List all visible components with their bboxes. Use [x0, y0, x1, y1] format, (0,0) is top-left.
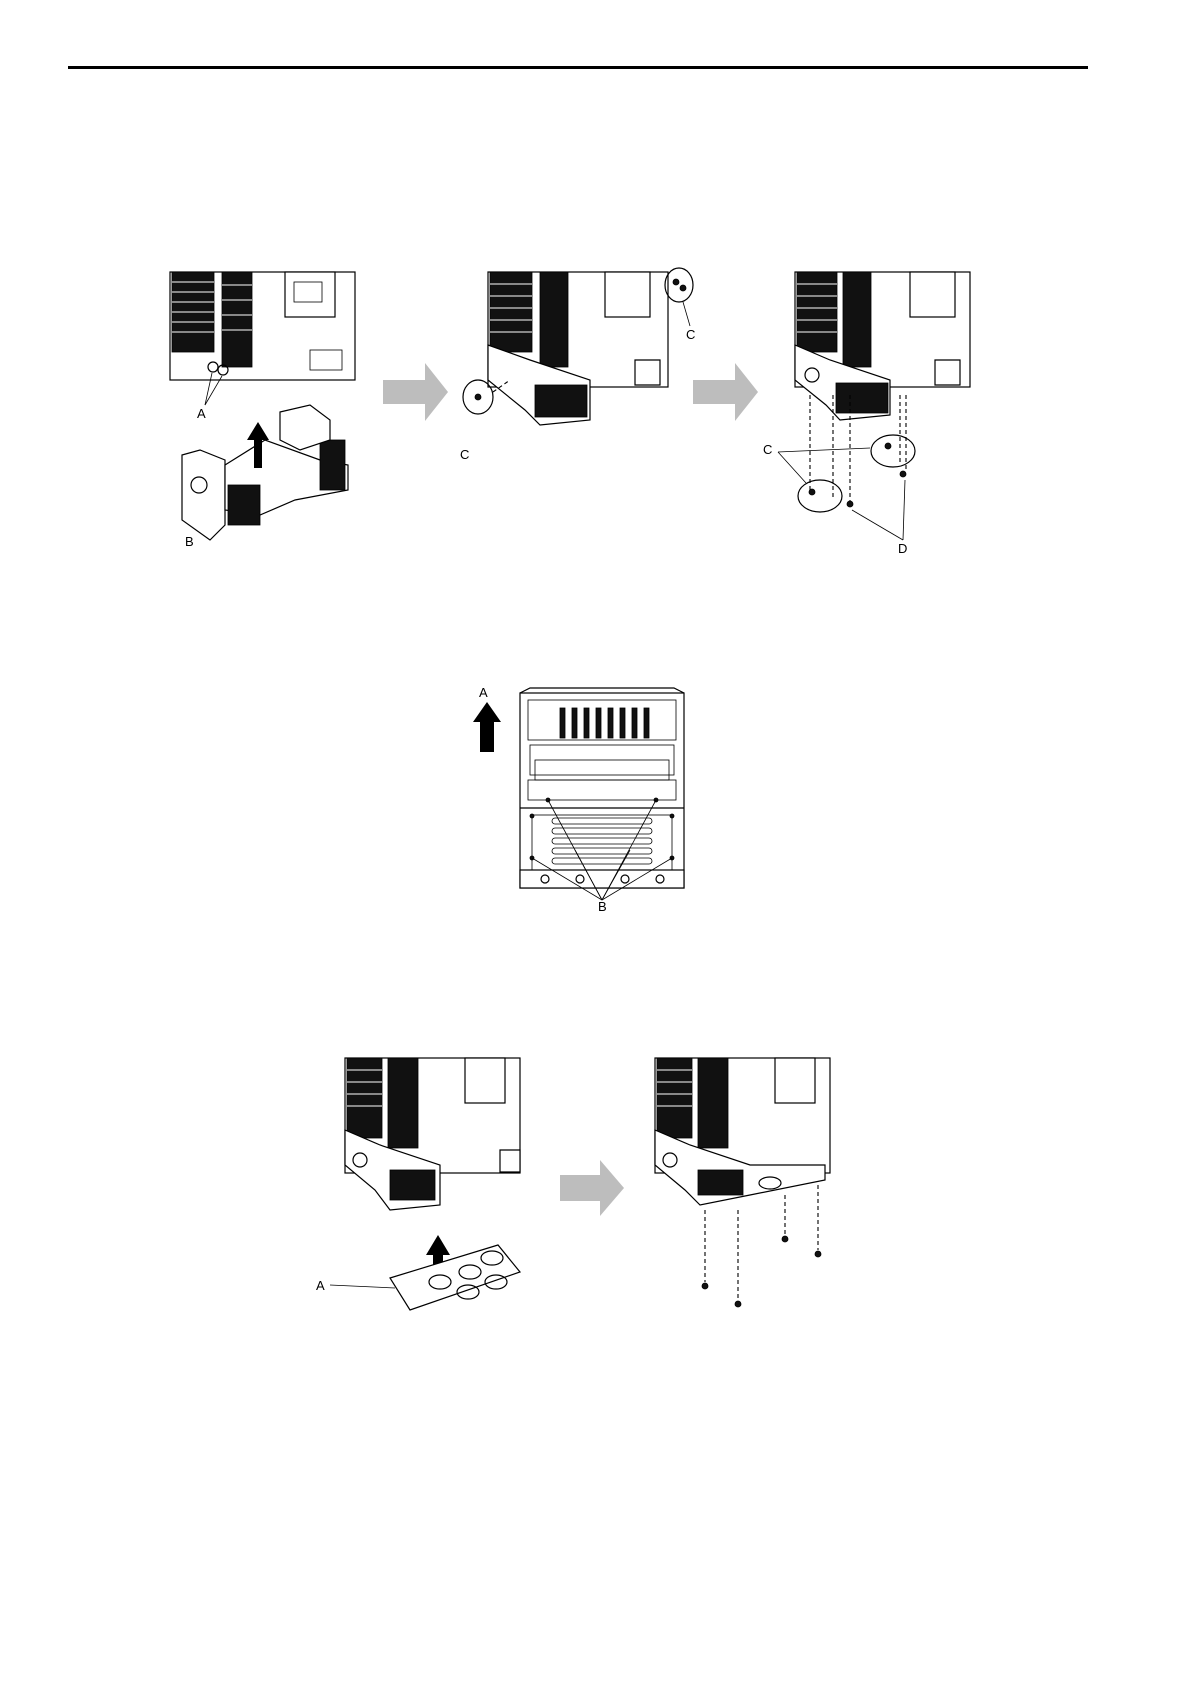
figure-3-cover-plate: A [0, 0, 1191, 1320]
drive-unit-right [655, 1058, 830, 1205]
arrow-right-icon [560, 1160, 624, 1216]
drive-unit-left [345, 1058, 520, 1210]
label-a-cover-plate: A [316, 1279, 325, 1292]
figure-3-drawing [0, 0, 1191, 1320]
cover-plate-a [390, 1245, 520, 1310]
